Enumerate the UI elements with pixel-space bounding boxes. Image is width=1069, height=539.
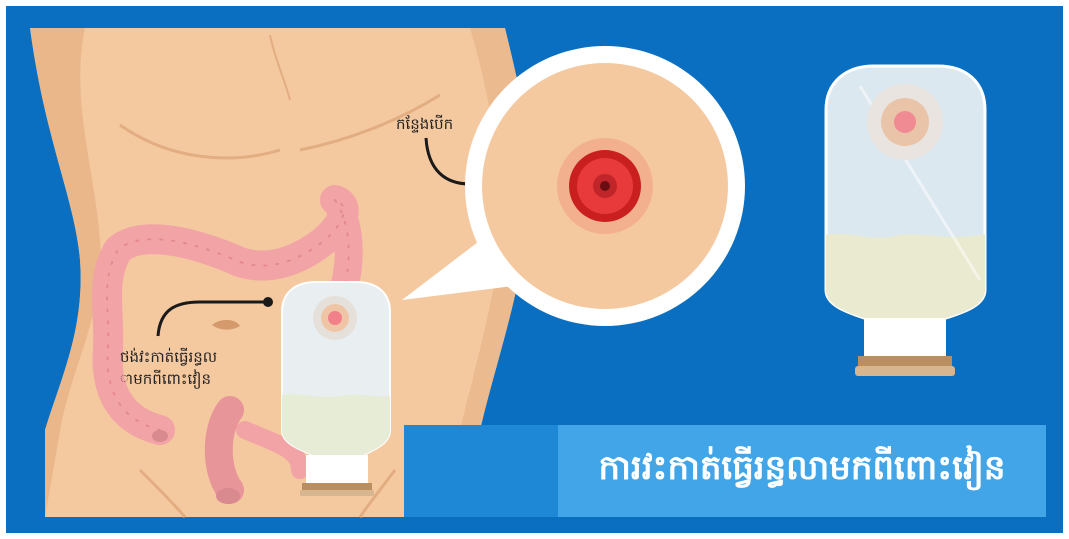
- page-title: ការវះកាត់ធ្វើរន្ធលាមកពីពោះវៀន: [558, 425, 1046, 517]
- stoma-label: កន្ទែងបើក: [396, 113, 453, 135]
- colostomy-bag-label-line1: ថង់វះកាត់ធ្វើរន្ធល: [120, 346, 260, 368]
- colostomy-bag-label: ថង់វះកាត់ធ្វើរន្ធល ាមកពីពោះវៀន: [120, 346, 260, 390]
- colostomy-bag-label-line2: ាមកពីពោះវៀន: [120, 368, 260, 390]
